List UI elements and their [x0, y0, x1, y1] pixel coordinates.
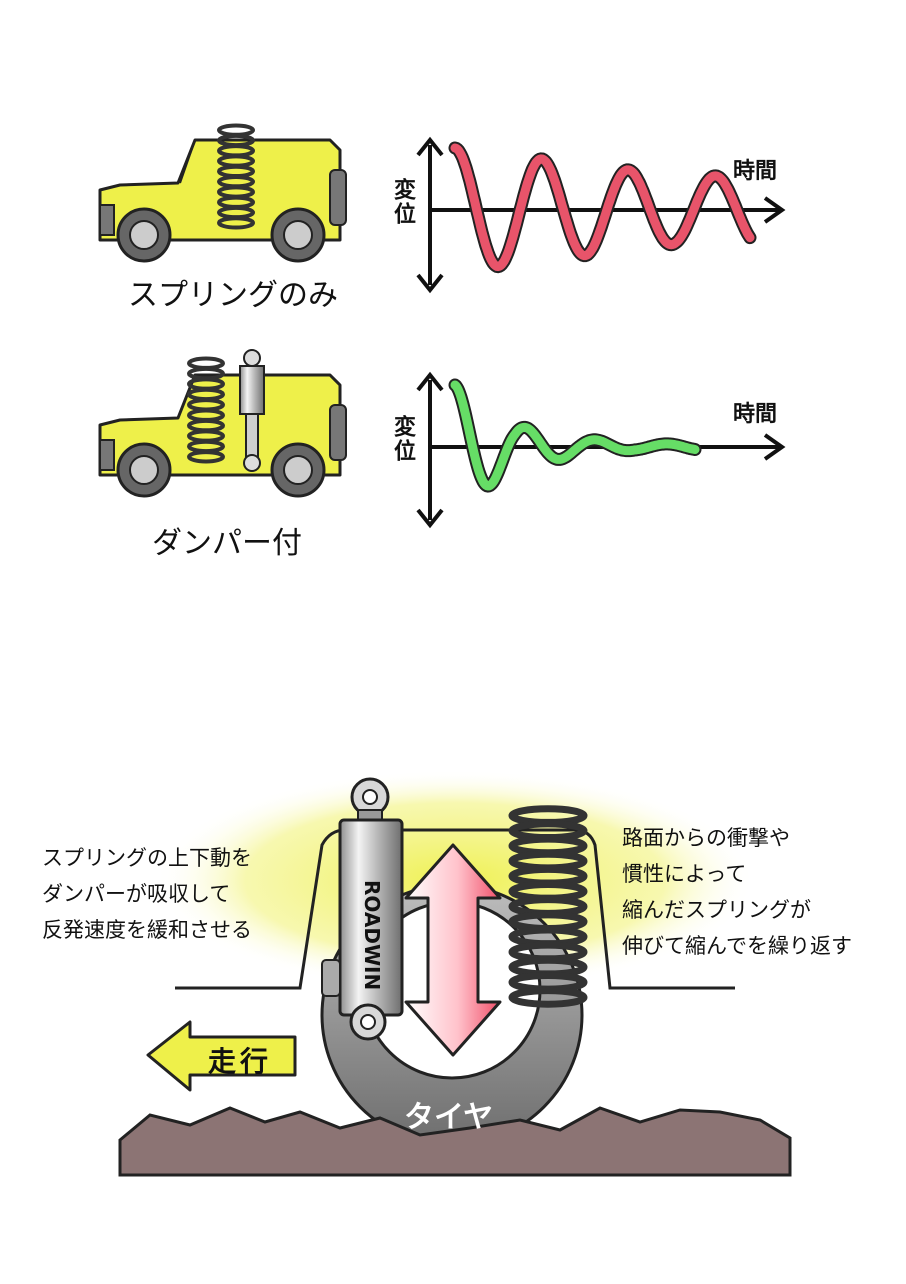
coil-spring-large	[508, 805, 588, 1008]
caption-with-damper: ダンパー付	[152, 526, 302, 561]
bounce-arrow	[404, 843, 502, 1057]
ground	[118, 1106, 792, 1177]
left-note: スプリングの上下動を ダンパーが吸収して 反発速度を緩和させる	[42, 846, 252, 942]
car-with-damper	[98, 349, 347, 498]
car-wheel-front	[116, 207, 172, 263]
car-spare-wheel	[329, 169, 347, 226]
car-spare-wheel	[329, 404, 347, 461]
x-axis-label-1: 時間	[733, 159, 778, 184]
spring-coil	[187, 356, 225, 370]
car-wheel-rear	[270, 442, 326, 498]
right-note: 路面からの衝撃や 慣性によって 縮んだスプリングが 伸びて縮んでを繰り返す	[622, 826, 852, 958]
spring-coil	[217, 216, 255, 230]
car-window-line	[179, 139, 196, 184]
spring-coil	[508, 987, 588, 1008]
y-axis-label-2: 変位	[390, 415, 415, 463]
wave-line-with-damper	[450, 380, 700, 491]
caption-spring-only: スプリングのみ	[128, 278, 338, 313]
spring-coil	[217, 123, 255, 137]
graph-with-damper	[416, 371, 786, 529]
wave-outline	[448, 141, 757, 274]
car-wheel-rear	[270, 207, 326, 263]
car-bumper-front	[99, 204, 115, 236]
wave-line-spring-only	[450, 143, 755, 272]
y-axis-label-1: 変位	[390, 178, 415, 226]
shock-absorber	[321, 777, 404, 1041]
tire-label: タイヤ	[404, 1100, 494, 1135]
graph-spring-only	[416, 136, 786, 294]
car-spring-only	[98, 123, 347, 263]
body-outline	[175, 828, 735, 990]
wave-outline	[448, 378, 702, 493]
travel-arrow	[146, 1020, 297, 1092]
travel-label: 走行	[208, 1045, 273, 1078]
spring-coil	[187, 450, 225, 464]
coil-spring	[187, 356, 225, 464]
car-bumper-front	[99, 439, 115, 471]
x-axis-label-2: 時間	[733, 402, 778, 427]
suspension-diagram	[118, 770, 792, 1177]
small-damper	[239, 349, 265, 472]
coil-spring	[217, 123, 255, 230]
damper-brand-label: ROADWIN	[360, 880, 384, 991]
car-wheel-front	[116, 442, 172, 498]
